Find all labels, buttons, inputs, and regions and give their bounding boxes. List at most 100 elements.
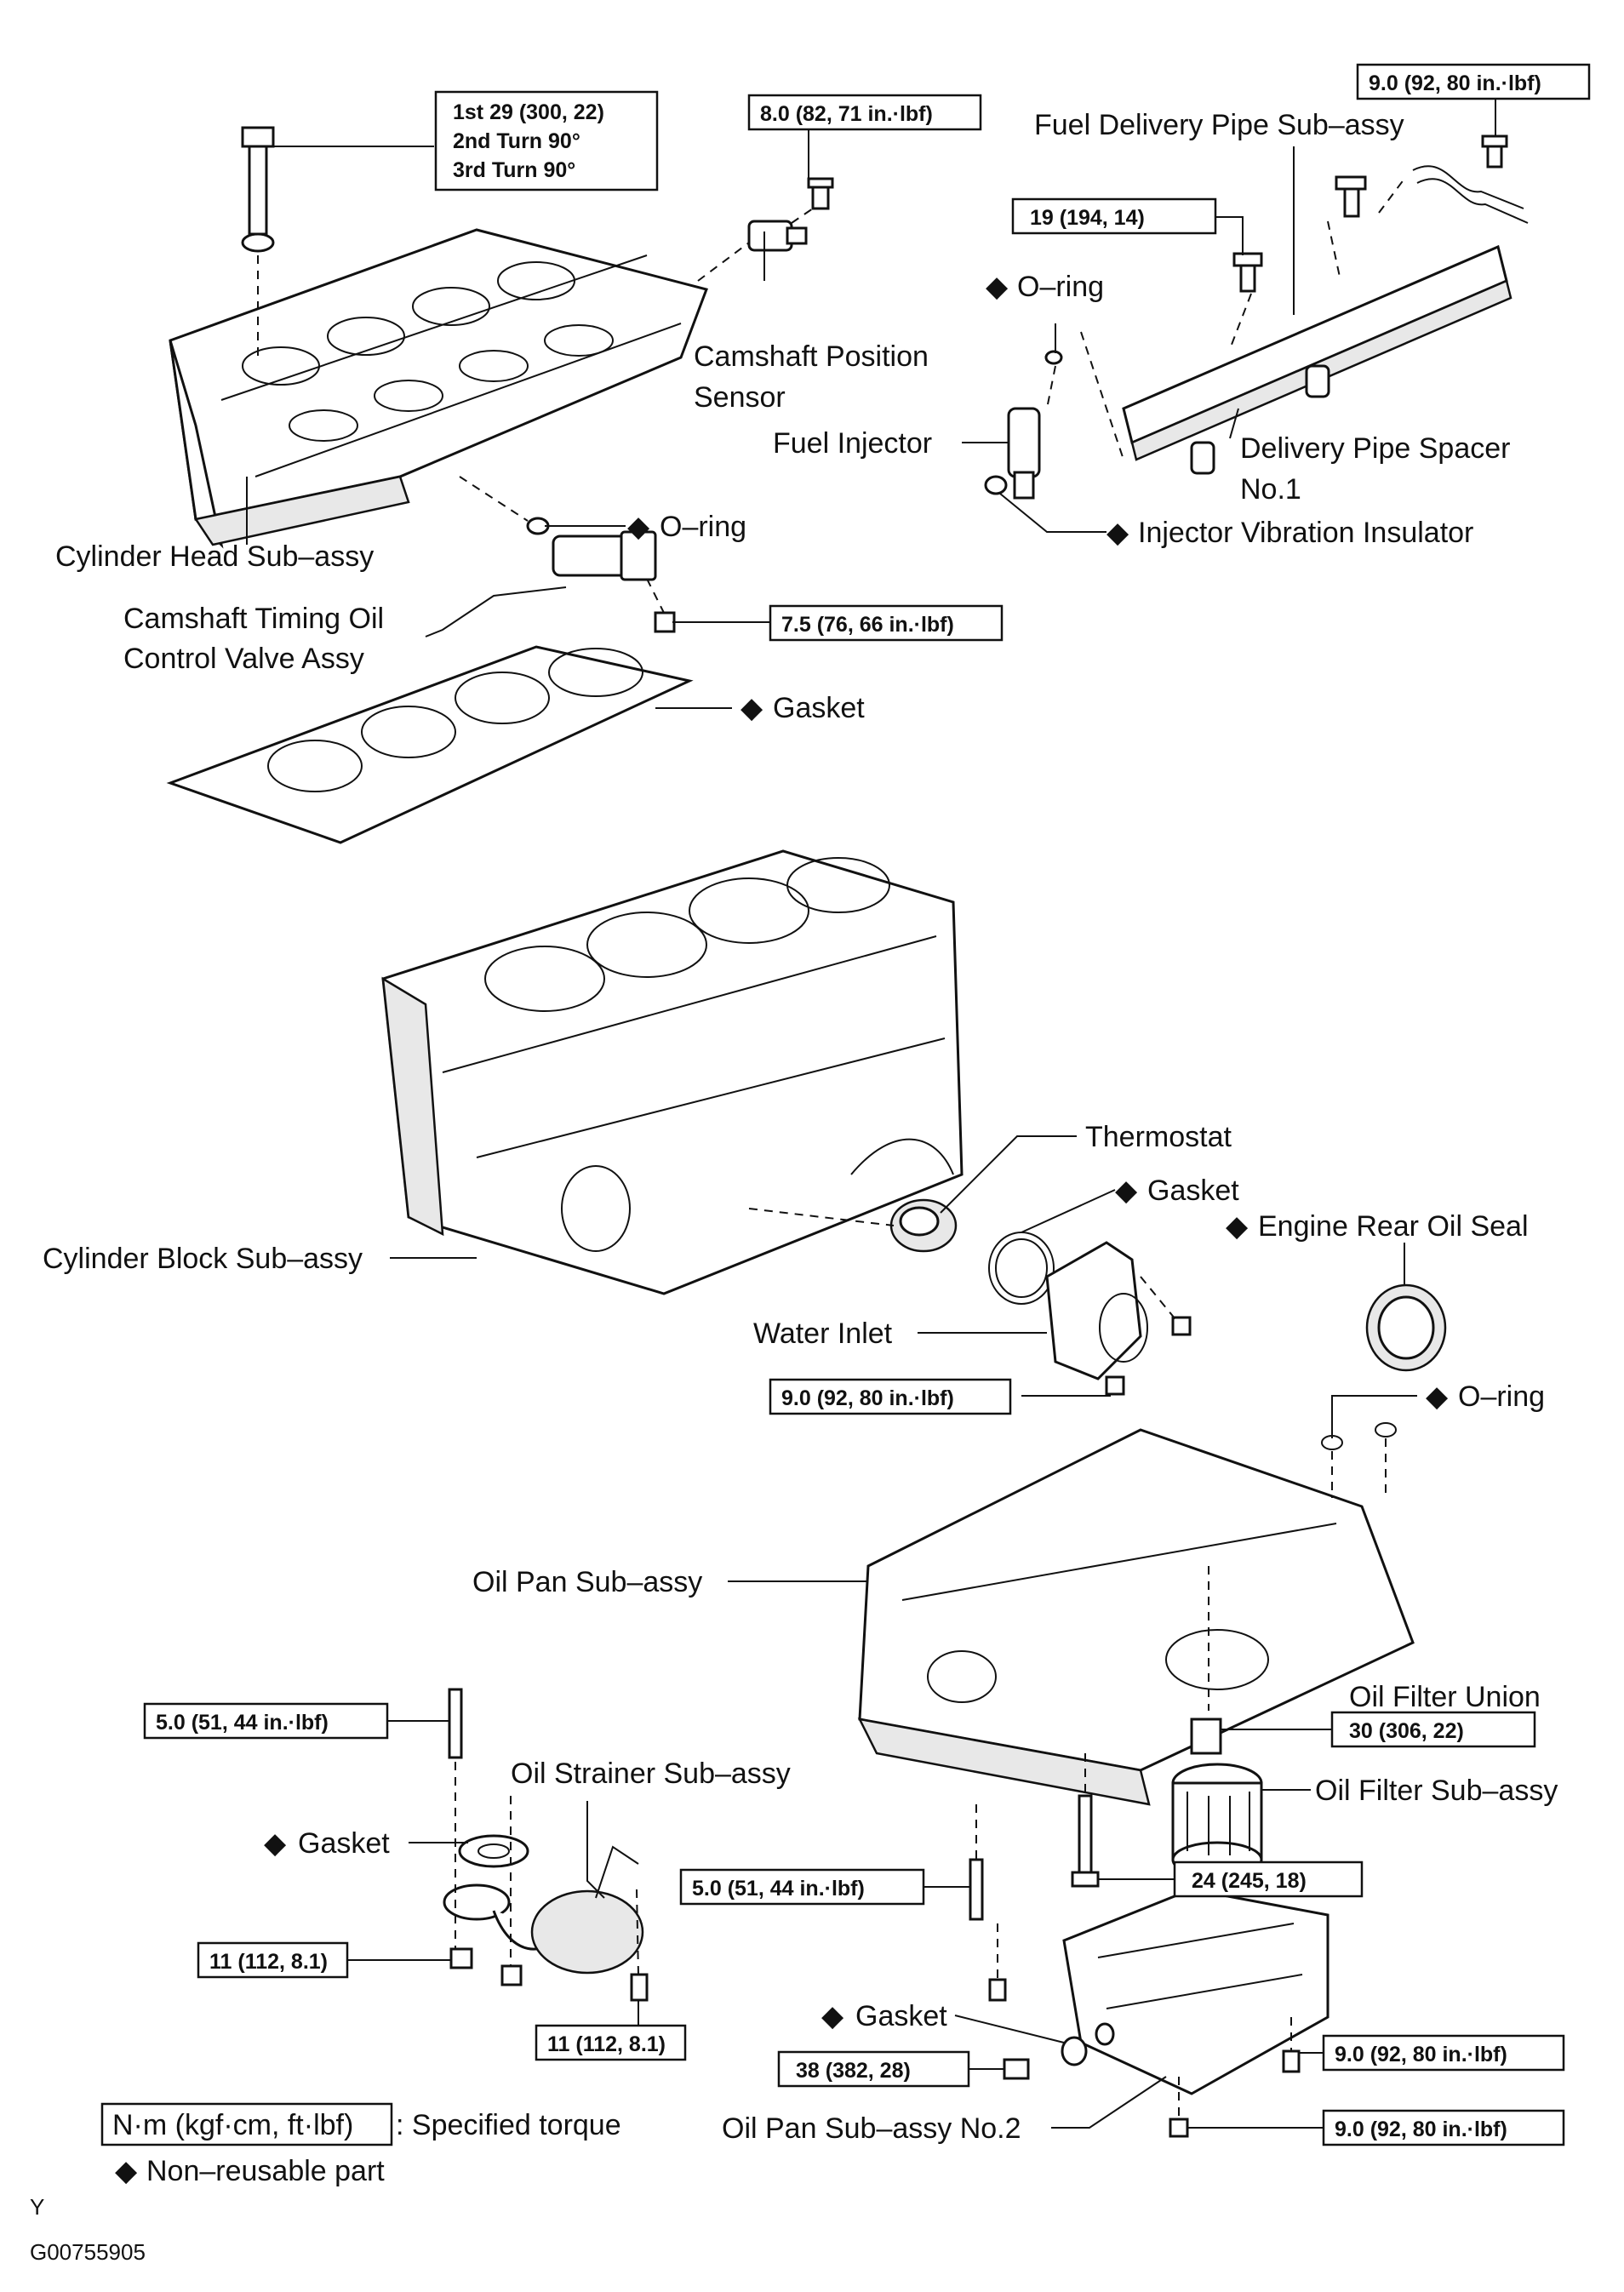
torque-head-bolt-1: 1st 29 (300, 22) bbox=[453, 100, 604, 124]
torque-ocv-bolt: 7.5 (76, 66 in.·lbf) bbox=[781, 613, 954, 637]
torque-box-delivery-pipe-clamp bbox=[1356, 63, 1591, 100]
torque-stud-left: 5.0 (51, 44 in.·lbf) bbox=[156, 1711, 329, 1735]
torque-filter-union: 30 (306, 22) bbox=[1349, 1719, 1464, 1743]
torque-head-bolt-3: 3rd Turn 90° bbox=[453, 158, 575, 182]
torque-box-ocv bbox=[769, 604, 1004, 642]
torque-cam-sensor-bolt: 8.0 (82, 71 in.·lbf) bbox=[760, 102, 933, 126]
torque-delivery-pipe-bolt: 19 (194, 14) bbox=[1030, 206, 1145, 230]
non-reusable-diamond-icon: ◆ bbox=[1115, 1175, 1138, 1207]
legend-unit-box-text: N·m (kgf·cm, ft·lbf) bbox=[112, 2109, 353, 2141]
torque-drain-plug: 38 (382, 28) bbox=[796, 2059, 911, 2083]
oil-filter-drawing bbox=[1171, 1763, 1263, 1878]
torque-water-inlet-nut: 9.0 (92, 80 in.·lbf) bbox=[781, 1386, 954, 1410]
torque-box-pan-bolt bbox=[1173, 1860, 1364, 1898]
label-camshaft-position-sensor-2: Sensor bbox=[694, 381, 786, 414]
assembly-lines bbox=[257, 178, 1405, 2119]
oil-filter-union-drawing bbox=[1190, 1718, 1222, 1755]
figure-code: G00755905 bbox=[30, 2239, 146, 2265]
torque-box-filter-union bbox=[1330, 1711, 1536, 1748]
non-reusable-diamond-icon: ◆ bbox=[115, 2155, 138, 2187]
label-oil-filter-union: Oil Filter Union bbox=[1349, 1681, 1541, 1713]
pan-o-ring-2-drawing bbox=[1375, 1422, 1397, 1438]
label-fuel-injector: Fuel Injector bbox=[773, 427, 932, 460]
torque-box-strainer-nut bbox=[197, 1941, 349, 1979]
legend-unit-box bbox=[100, 2102, 393, 2146]
torque-pan-stud: 5.0 (51, 44 in.·lbf) bbox=[692, 1877, 865, 1900]
non-reusable-diamond-icon: ◆ bbox=[264, 1827, 287, 1860]
left-stud-drawing bbox=[448, 1688, 463, 1759]
label-delivery-pipe-spacer-2: No.1 bbox=[1240, 473, 1301, 506]
label-thermostat-gasket: Gasket bbox=[1147, 1175, 1239, 1207]
label-oil-filter: Oil Filter Sub–assy bbox=[1315, 1775, 1558, 1807]
legend-non-reusable: Non–reusable part bbox=[146, 2155, 385, 2187]
torque-box-pan2-bolt bbox=[1322, 2034, 1565, 2072]
footer-letter: Y bbox=[30, 2194, 44, 2220]
label-camshaft-position-sensor-1: Camshaft Position bbox=[694, 340, 929, 373]
torque-box-delivery-pipe-bolt bbox=[1011, 197, 1217, 235]
cylinder-block-drawing bbox=[381, 849, 964, 1295]
non-reusable-diamond-icon: ◆ bbox=[1426, 1380, 1449, 1413]
torque-pan2-bolt: 9.0 (92, 80 in.·lbf) bbox=[1335, 2043, 1507, 2066]
legend-unit-text: : Specified torque bbox=[396, 2109, 621, 2141]
pan-bolt-drawing bbox=[1071, 1794, 1100, 1888]
torque-box-pan-stud bbox=[679, 1868, 925, 1906]
label-injector-vibration-insulator: Injector Vibration Insulator bbox=[1138, 517, 1473, 549]
engine-rear-oil-seal-drawing bbox=[1365, 1283, 1447, 1372]
oil-pan-drawing bbox=[857, 1428, 1415, 1806]
legend: N·m (kgf·cm, ft·lbf) : Specified torque … bbox=[100, 2102, 621, 2187]
fuel-injector-drawing bbox=[984, 350, 1063, 500]
label-o-ring-injector: O–ring bbox=[1017, 271, 1104, 303]
label-cylinder-block: Cylinder Block Sub–assy bbox=[43, 1243, 363, 1275]
pan-stud-drawing bbox=[969, 1858, 984, 1921]
label-oil-pan: Oil Pan Sub–assy bbox=[472, 1566, 702, 1598]
torque-pan-bolt: 24 (245, 18) bbox=[1192, 1869, 1307, 1893]
oil-pan-no2-drawing bbox=[988, 1888, 1330, 2138]
torque-box-cam-sensor bbox=[747, 94, 982, 131]
label-oil-strainer: Oil Strainer Sub–assy bbox=[511, 1758, 791, 1790]
label-o-ring-pan: O–ring bbox=[1458, 1380, 1545, 1413]
torque-pan2-nut: 9.0 (92, 80 in.·lbf) bbox=[1335, 2118, 1507, 2141]
torque-box-head-bolt bbox=[434, 90, 659, 191]
label-camshaft-timing-ocv-1: Camshaft Timing Oil bbox=[123, 603, 384, 635]
non-reusable-diamond-icon: ◆ bbox=[1226, 1210, 1249, 1243]
torque-box-strainer-bolt bbox=[535, 2024, 687, 2061]
part-labels: Fuel Delivery Pipe Sub–assy ◆ O–ring Cam… bbox=[43, 109, 1558, 2145]
label-head-gasket: Gasket bbox=[773, 692, 865, 724]
label-strainer-gasket: Gasket bbox=[298, 1827, 390, 1860]
footer: Y G00755905 bbox=[30, 2194, 146, 2265]
torque-delivery-pipe-clamp: 9.0 (92, 80 in.·lbf) bbox=[1369, 71, 1541, 95]
strainer-gasket-drawing bbox=[458, 1834, 529, 1868]
non-reusable-diamond-icon: ◆ bbox=[741, 692, 763, 724]
cylinder-head-drawing bbox=[169, 126, 708, 549]
label-water-inlet: Water Inlet bbox=[753, 1317, 893, 1350]
label-camshaft-timing-ocv-2: Control Valve Assy bbox=[123, 643, 364, 675]
label-o-ring-ocv: O–ring bbox=[660, 511, 746, 543]
oil-strainer-drawing bbox=[443, 1845, 649, 2002]
label-engine-rear-oil-seal: Engine Rear Oil Seal bbox=[1258, 1210, 1529, 1243]
torque-box-water-inlet bbox=[769, 1378, 1012, 1415]
label-fuel-delivery-pipe: Fuel Delivery Pipe Sub–assy bbox=[1034, 109, 1404, 141]
thermostat-gasket-drawing bbox=[988, 1232, 1055, 1305]
non-reusable-diamond-icon: ◆ bbox=[986, 271, 1009, 303]
non-reusable-diamond-icon: ◆ bbox=[627, 511, 650, 543]
torque-strainer-nut: 11 (112, 8.1) bbox=[209, 1950, 328, 1974]
label-drain-gasket: Gasket bbox=[855, 2000, 947, 2032]
label-delivery-pipe-spacer-1: Delivery Pipe Spacer bbox=[1240, 432, 1510, 465]
torque-box-stud-left bbox=[143, 1702, 389, 1740]
ocv-drawing bbox=[526, 517, 676, 633]
torque-callouts: 1st 29 (300, 22) 2nd Turn 90° 3rd Turn 9… bbox=[143, 63, 1591, 2146]
torque-box-drain-plug bbox=[777, 2050, 970, 2088]
leader-lines bbox=[246, 89, 1496, 2129]
torque-strainer-bolt: 11 (112, 8.1) bbox=[547, 2032, 666, 2056]
torque-head-bolt-2: 2nd Turn 90° bbox=[453, 129, 580, 153]
fuel-delivery-pipe-drawing bbox=[1122, 134, 1529, 475]
label-oil-pan-no2: Oil Pan Sub–assy No.2 bbox=[722, 2112, 1021, 2145]
label-thermostat: Thermostat bbox=[1085, 1121, 1232, 1153]
label-cylinder-head: Cylinder Head Sub–assy bbox=[55, 540, 374, 573]
head-gasket-drawing bbox=[166, 645, 694, 844]
water-inlet-drawing bbox=[1045, 1241, 1192, 1396]
non-reusable-diamond-icon: ◆ bbox=[1106, 517, 1129, 549]
non-reusable-diamond-icon: ◆ bbox=[821, 2000, 844, 2032]
torque-box-pan2-nut bbox=[1322, 2109, 1565, 2146]
